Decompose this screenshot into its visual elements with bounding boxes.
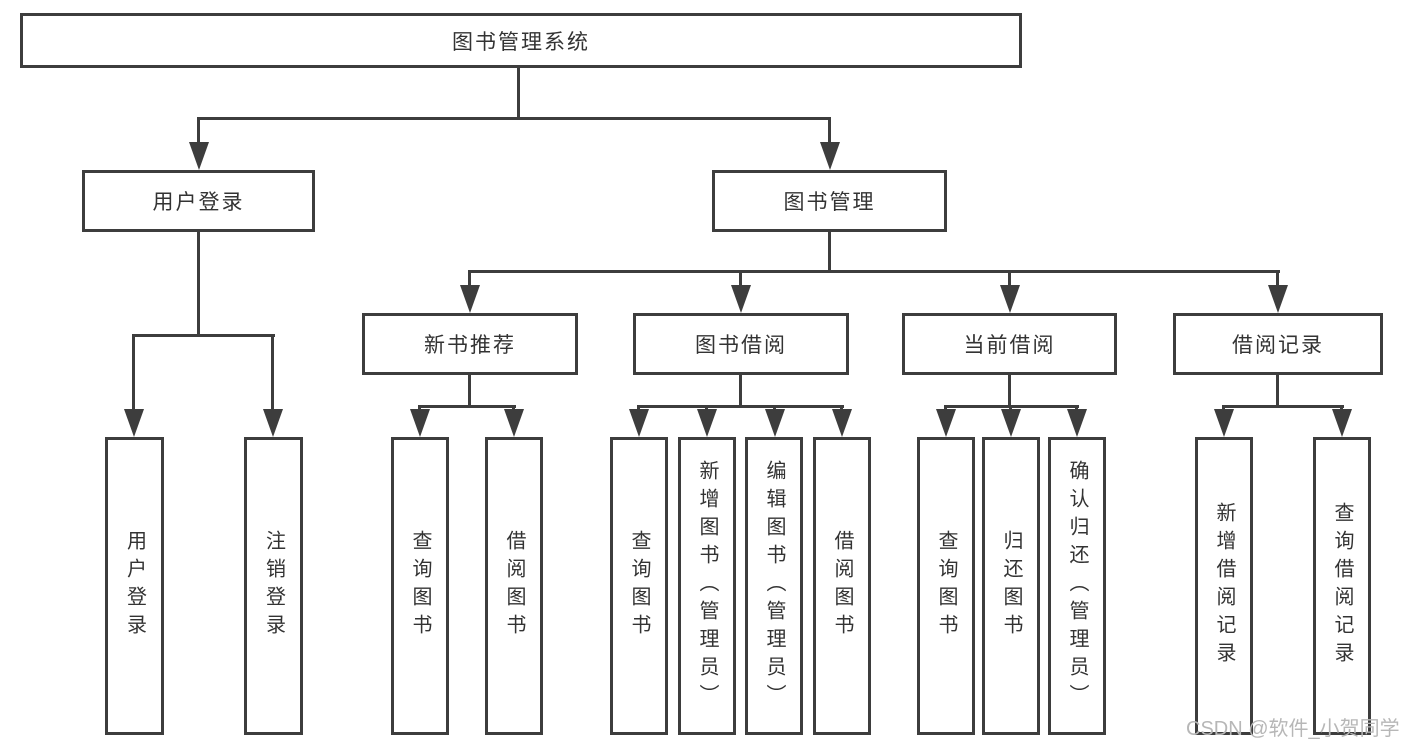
leaf-return-books: 归还图书 — [982, 437, 1040, 735]
connector-line — [705, 405, 708, 411]
node-label: 新书推荐 — [424, 334, 516, 357]
node-label: 借阅记录 — [1232, 334, 1324, 357]
connector-line — [197, 117, 831, 120]
leaf-label: 确认归还（管理员） — [1066, 460, 1088, 712]
node-book-borrowing: 图书借阅 — [633, 313, 849, 375]
arrow-down-icon — [189, 142, 209, 170]
connector-line — [271, 334, 274, 411]
leaf-label: 查询图书 — [409, 530, 431, 642]
arrow-down-icon — [697, 409, 717, 437]
leaf-query-books-borrowing: 查询图书 — [610, 437, 668, 735]
leaf-label: 注销登录 — [262, 530, 285, 642]
leaf-confirm-return-admin: 确认归还（管理员） — [1048, 437, 1106, 735]
node-borrowing-records: 借阅记录 — [1173, 313, 1383, 375]
connector-line — [197, 232, 200, 336]
arrow-down-icon — [1067, 409, 1087, 437]
leaf-query-books-current: 查询图书 — [917, 437, 975, 735]
connector-line — [1276, 375, 1279, 407]
connector-line — [637, 405, 844, 408]
connector-line — [739, 270, 742, 287]
connector-line — [944, 405, 947, 411]
leaf-label: 编辑图书（管理员） — [763, 460, 785, 712]
leaf-edit-books-admin: 编辑图书（管理员） — [745, 437, 803, 735]
arrow-down-icon — [731, 285, 751, 313]
connector-line — [1075, 405, 1078, 411]
leaf-label: 查询图书 — [628, 530, 650, 642]
connector-line — [840, 405, 843, 411]
connector-line — [468, 270, 471, 287]
leaf-label: 归还图书 — [1000, 530, 1022, 642]
connector-line — [132, 334, 275, 337]
connector-line — [418, 405, 421, 411]
connector-line — [637, 405, 640, 411]
arrow-down-icon — [1332, 409, 1352, 437]
connector-line — [468, 270, 1280, 273]
connector-line — [197, 117, 200, 144]
leaf-query-books-recommend: 查询图书 — [391, 437, 449, 735]
arrow-down-icon — [1268, 285, 1288, 313]
node-label: 图书管理 — [783, 191, 876, 214]
leaf-label: 查询图书 — [935, 530, 957, 642]
leaf-logout: 注销登录 — [244, 437, 303, 735]
arrow-down-icon — [460, 285, 480, 313]
arrow-down-icon — [820, 142, 840, 170]
leaf-borrow-books-recommend: 借阅图书 — [485, 437, 543, 735]
leaf-label: 新增图书（管理员） — [696, 460, 718, 712]
node-label: 当前借阅 — [963, 334, 1056, 357]
arrow-down-icon — [629, 409, 649, 437]
leaf-user-login: 用户登录 — [105, 437, 164, 735]
leaf-label: 借阅图书 — [831, 530, 853, 642]
node-book-management: 图书管理 — [712, 170, 947, 232]
leaf-label: 借阅图书 — [503, 530, 525, 642]
connector-line — [1340, 405, 1343, 411]
connector-line — [512, 405, 515, 411]
arrow-down-icon — [1000, 285, 1020, 313]
connector-line — [773, 405, 776, 411]
leaf-add-borrow-record: 新增借阅记录 — [1195, 437, 1253, 735]
node-new-book-recommend: 新书推荐 — [362, 313, 578, 375]
arrow-down-icon — [124, 409, 144, 437]
leaf-borrow-books: 借阅图书 — [813, 437, 871, 735]
node-label: 用户登录 — [152, 191, 245, 214]
arrow-down-icon — [263, 409, 283, 437]
connector-line — [828, 117, 831, 144]
connector-line — [1276, 270, 1279, 287]
leaf-label: 新增借阅记录 — [1213, 502, 1235, 670]
arrow-down-icon — [832, 409, 852, 437]
leaf-label: 用户登录 — [123, 530, 146, 642]
leaf-label: 查询借阅记录 — [1331, 502, 1353, 670]
connector-line — [1222, 405, 1344, 408]
connector-line — [468, 375, 471, 407]
csdn-watermark: CSDN @软件_小贺同学 — [1186, 718, 1400, 740]
node-label: 图书管理系统 — [452, 30, 590, 54]
connector-line — [418, 405, 516, 408]
connector-line — [739, 375, 742, 407]
arrow-down-icon — [765, 409, 785, 437]
arrow-down-icon — [1001, 409, 1021, 437]
connector-line — [1008, 375, 1011, 407]
arrow-down-icon — [504, 409, 524, 437]
connector-line — [828, 232, 831, 272]
node-label: 图书借阅 — [695, 334, 787, 357]
node-library-system: 图书管理系统 — [20, 13, 1022, 68]
connector-line — [517, 68, 520, 119]
arrow-down-icon — [936, 409, 956, 437]
connector-line — [1009, 405, 1012, 411]
node-user-login: 用户登录 — [82, 170, 315, 232]
connector-line — [1008, 270, 1011, 287]
arrow-down-icon — [1214, 409, 1234, 437]
arrow-down-icon — [410, 409, 430, 437]
node-current-borrowing: 当前借阅 — [902, 313, 1117, 375]
leaf-query-borrow-record: 查询借阅记录 — [1313, 437, 1371, 735]
leaf-add-books-admin: 新增图书（管理员） — [678, 437, 736, 735]
connector-line — [132, 334, 135, 411]
connector-line — [1222, 405, 1225, 411]
